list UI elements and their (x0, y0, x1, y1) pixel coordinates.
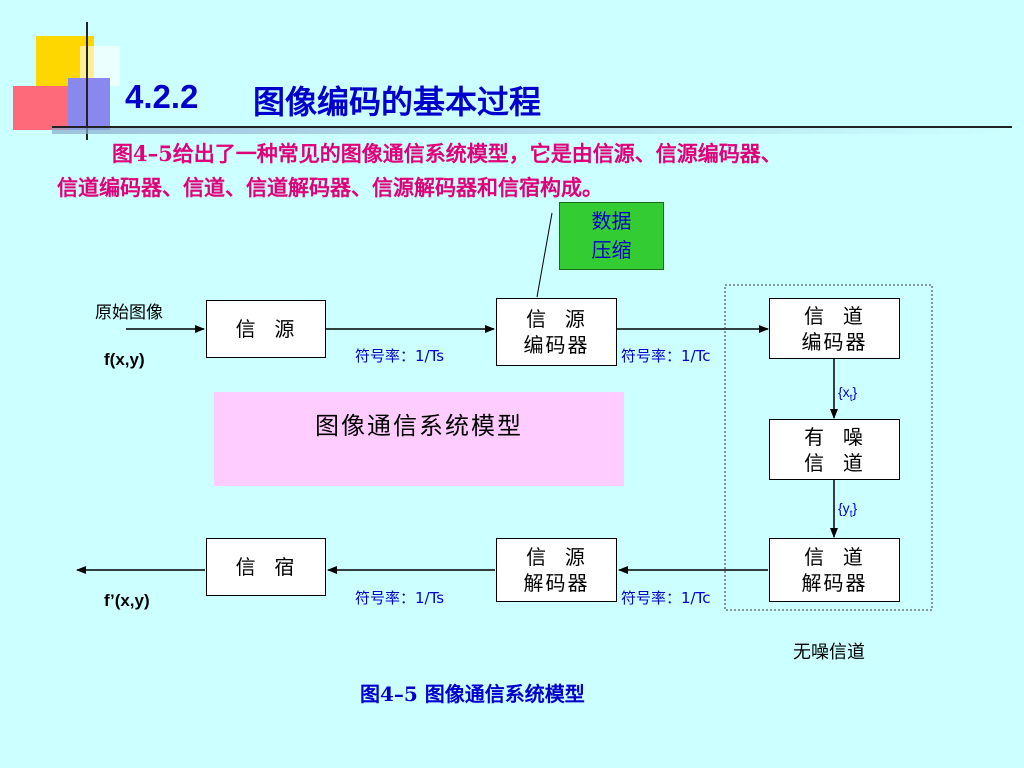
model-label: 图像通信系统模型 (315, 412, 523, 440)
sink-box: 信 宿 (206, 538, 326, 596)
channel-decoder-line-2: 解码器 (801, 571, 868, 595)
input-image-label: 原始图像 (95, 303, 163, 323)
callout-line-1: 数据 (591, 209, 632, 233)
source-decoder-line-2: 解码器 (523, 571, 590, 595)
decor-rule-shade (52, 128, 1012, 134)
source-label: 信 源 (235, 317, 297, 341)
decor-horizontal-rule (52, 126, 1012, 128)
callout-line-2: 压缩 (591, 238, 632, 262)
noisy-channel-line-2: 信 道 (804, 450, 865, 475)
decor-red-square (13, 86, 75, 130)
figure-caption: 图4–5 图像通信系统模型 (360, 682, 585, 706)
channel-region-dotted-box (724, 284, 933, 611)
channel-encoder-line-2: 编码器 (801, 329, 868, 354)
decor-vertical-rule (86, 22, 88, 140)
channel-symbol-rate-top: 符号率：1/Tc (621, 347, 711, 365)
source-symbol-rate-bottom: 符号率：1/Ts (355, 589, 445, 607)
page-title: 图像编码的基本过程 (253, 83, 542, 121)
data-compression-callout: 数据 压缩 (559, 202, 664, 270)
source-encoder-line-2: 编码器 (523, 333, 590, 357)
signal-yt-label: {yt} (838, 500, 858, 520)
output-function-label: f’(x,y) (104, 591, 150, 610)
paragraph-line-2: 信道编码器、信道、信道解码器、信源解码器和信宿构成。 (57, 175, 603, 200)
noisy-channel-line-1: 有 噪 (804, 424, 865, 449)
source-encoder-box: 信 源 编码器 (496, 298, 617, 366)
source-box: 信 源 (206, 300, 326, 358)
model-label-box: 图像通信系统模型 (214, 392, 624, 486)
paragraph-line-1: 图4–5给出了一种常见的图像通信系统模型，它是由信源、信源编码器、 (112, 141, 782, 166)
noiseless-channel-label: 无噪信道 (793, 642, 865, 663)
input-function-label: f(x,y) (104, 350, 145, 369)
channel-decoder-box: 信 道 解码器 (769, 538, 900, 602)
callout-pointer-line (536, 212, 553, 298)
channel-decoder-line-1: 信 道 (804, 545, 865, 569)
source-decoder-box: 信 源 解码器 (496, 538, 617, 602)
channel-encoder-line-1: 信 道 (804, 303, 865, 328)
sink-label: 信 宿 (235, 555, 297, 579)
source-decoder-line-1: 信 源 (526, 545, 587, 569)
source-encoder-line-1: 信 源 (526, 307, 587, 331)
noisy-channel-box: 有 噪 信 道 (769, 419, 900, 480)
source-symbol-rate-top: 符号率：1/Ts (355, 347, 445, 365)
section-number: 4.2.2 (125, 78, 199, 115)
signal-xt-label: {xt} (838, 384, 858, 404)
decor-blue-square (68, 78, 110, 130)
channel-symbol-rate-bottom: 符号率：1/Tc (621, 589, 711, 607)
channel-encoder-box: 信 道 编码器 (769, 298, 900, 359)
